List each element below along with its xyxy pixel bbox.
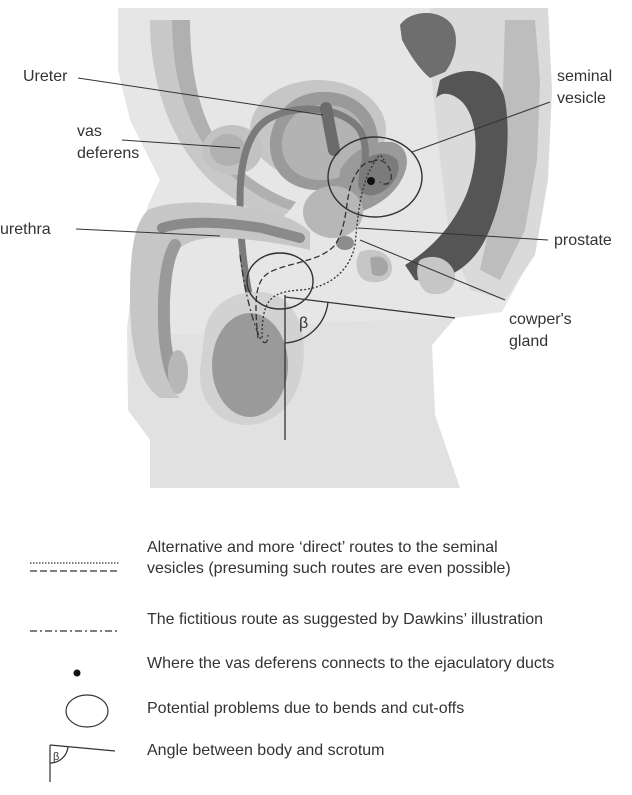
angle-icon: β: [20, 737, 130, 787]
legend-row-connection-dot: Where the vas deferens connects to the e…: [0, 651, 632, 681]
dot-icon: [20, 653, 130, 693]
legend-row-problem-circles: Potential problems due to bends and cut-…: [0, 692, 632, 728]
legend-text-fictitious-route: The fictitious route as suggested by Daw…: [147, 609, 622, 630]
circle-icon: [20, 692, 130, 732]
dotted-and-dashed-lines-icon: [20, 549, 130, 589]
label-vas-deferens-2: deferens: [77, 145, 139, 162]
label-seminal-vesicle-2: vesicle: [557, 90, 606, 107]
label-cowpers-gland-1: cowper's: [509, 311, 572, 328]
legend-text-alternative-routes: Alternative and more ‘direct’ routes to …: [147, 537, 622, 579]
label-vas-deferens-1: vas: [77, 123, 102, 140]
legend-text-problem-circles: Potential problems due to bends and cut-…: [147, 698, 622, 719]
angle-beta-label: β: [299, 315, 308, 332]
ejaculatory-duct-dot: [367, 177, 375, 185]
legend-row-fictitious-route: The fictitious route as suggested by Daw…: [0, 607, 632, 637]
anatomy-diagram: β Ureter vas deferens urethra seminal ve…: [0, 0, 632, 500]
legend-row-angle: β Angle between body and scrotum: [0, 737, 632, 787]
label-prostate: prostate: [554, 232, 612, 249]
legend-row-alternative-routes: Alternative and more ‘direct’ routes to …: [0, 535, 632, 583]
dash-dot-line-icon: [20, 611, 130, 651]
label-urethra: urethra: [0, 221, 51, 238]
legend-text-alternative-routes-line-2: vesicles (presuming such routes are even…: [147, 560, 511, 577]
legend-text-connection-dot: Where the vas deferens connects to the e…: [147, 653, 622, 674]
label-cowpers-gland-2: gland: [509, 333, 548, 350]
legend-text-alternative-routes-line-1: Alternative and more ‘direct’ routes to …: [147, 539, 498, 556]
label-ureter: Ureter: [23, 68, 68, 85]
angle-icon-beta: β: [53, 751, 59, 763]
legend-text-angle: Angle between body and scrotum: [147, 740, 622, 761]
label-seminal-vesicle-1: seminal: [557, 68, 612, 85]
